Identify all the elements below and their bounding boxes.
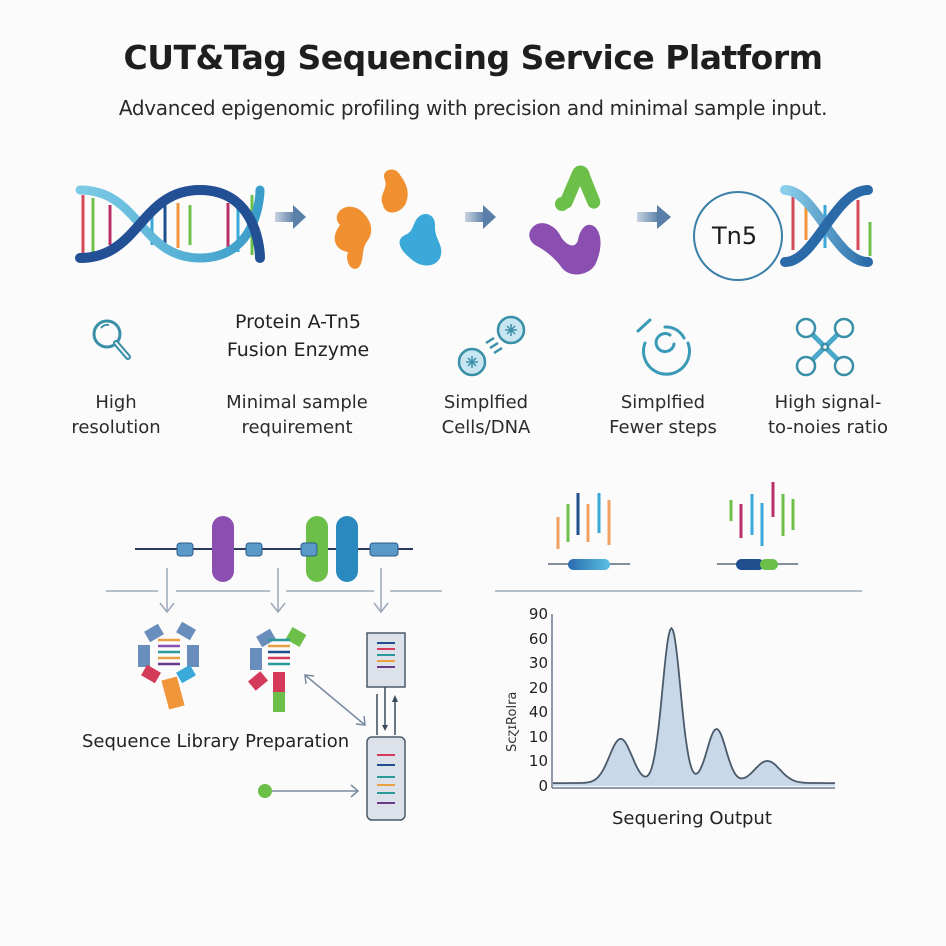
feature-label-line1: High signal- <box>774 392 882 413</box>
input-arrow-icon <box>258 784 360 798</box>
down-arrow-icon <box>159 568 389 614</box>
feature-high-resolution: High resolution <box>26 390 206 440</box>
y-tick-label: 10 <box>528 752 548 771</box>
y-tick-label: 20 <box>528 678 548 697</box>
signal-line <box>553 626 835 784</box>
dna-icon <box>75 184 265 263</box>
histone-mark-blue <box>336 516 358 582</box>
tn5-label: Tn5 <box>712 222 758 250</box>
feature-label-line2: requirement <box>241 417 353 438</box>
signal-area <box>553 628 835 786</box>
enzyme-label-line2: Fusion Enzyme <box>226 339 370 361</box>
chart-y-label: ScɀɪRolra <box>505 691 520 752</box>
y-tick-label: 60 <box>528 629 548 648</box>
y-tick-label: 10 <box>528 727 548 746</box>
antibody-protein-icon <box>334 169 442 269</box>
enzyme-label: Protein A-Tn5 Fusion Enzyme <box>198 308 398 364</box>
feature-minimal-sample: Minimal sample requirement <box>207 390 387 440</box>
feature-label-line1: High <box>95 392 137 413</box>
cells-icon <box>457 315 526 377</box>
feature-simplified-cells: Simplfied Cells/DNA <box>396 390 576 440</box>
y-tick-label: 90 <box>528 605 548 623</box>
histone-mark-purple <box>212 516 234 582</box>
feature-label-line2: to-noies ratio <box>768 417 888 438</box>
secondary-protein-icon <box>529 165 601 275</box>
library-complex-icon <box>248 626 307 712</box>
enzyme-label-line1: Protein A-Tn5 <box>234 311 362 333</box>
feature-label-line1: Simplfied <box>443 392 529 413</box>
sequencing-output-chart <box>551 614 835 789</box>
workflow-arrow-icon <box>465 205 496 229</box>
y-tick-label: 40 <box>528 703 548 722</box>
flow-cell-icon <box>366 632 406 821</box>
library-prep-label: Sequence Library Preparation <box>82 731 350 752</box>
network-icon <box>795 317 855 377</box>
workflow-arrow-icon <box>637 205 671 229</box>
page-title: CUT&Tag Sequencing Service Platform <box>123 38 823 77</box>
tn5-complex-icon <box>693 185 873 281</box>
chart-x-label: Sequering Output <box>612 808 772 829</box>
cycle-icon <box>636 318 691 376</box>
magnifier-icon <box>92 319 131 360</box>
peak-track-2 <box>717 482 798 570</box>
feature-signal-noise: High signal- to-noies ratio <box>738 390 918 440</box>
double-arrow-icon <box>304 674 366 726</box>
workflow-arrow-icon <box>275 205 306 229</box>
feature-label-line2: resolution <box>71 417 161 438</box>
y-tick-label: 30 <box>528 654 548 673</box>
feature-label-line1: Simplfied <box>620 392 706 413</box>
page-subtitle: Advanced epigenomic profiling with preci… <box>118 96 828 120</box>
genome-track <box>135 516 413 582</box>
y-tick-label: 0 <box>538 777 548 795</box>
feature-label-line1: Minimal sample <box>226 392 368 413</box>
feature-fewer-steps: Simplfied Fewer steps <box>573 390 753 440</box>
feature-label-line2: Fewer steps <box>609 417 717 438</box>
peak-track-1 <box>548 493 630 570</box>
feature-label-line2: Cells/DNA <box>441 417 531 438</box>
library-complex-icon <box>138 621 199 710</box>
